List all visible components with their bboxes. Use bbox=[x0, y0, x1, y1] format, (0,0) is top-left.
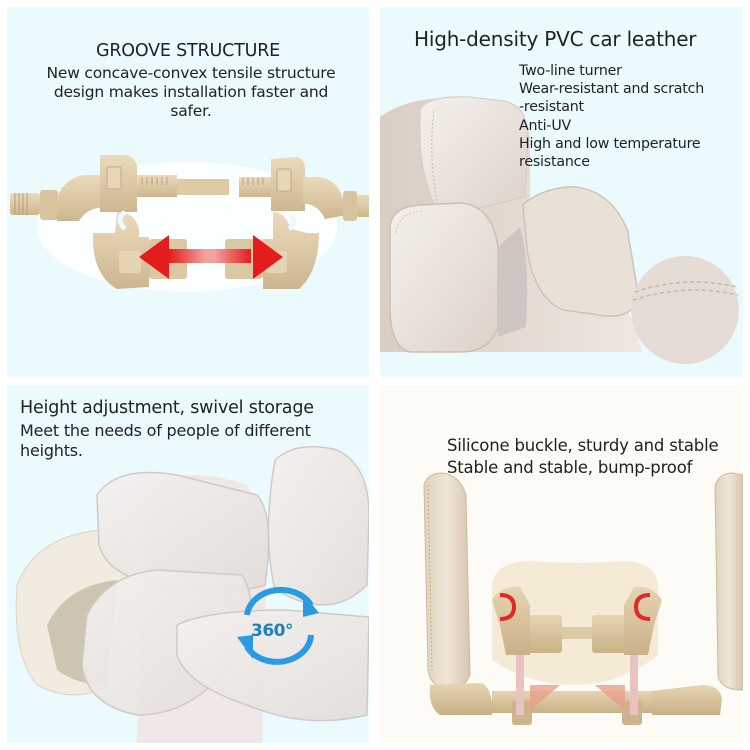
groove-desc-line: New concave-convex tensile structure bbox=[46, 64, 336, 82]
height-adjustment-panel: Height adjustment, swivel storage Meet t… bbox=[7, 385, 369, 743]
pvc-leather-panel: High-density PVC car leather Two-line tu… bbox=[380, 7, 743, 377]
leather-title: High-density PVC car leather bbox=[414, 27, 697, 51]
rotation-360-badge: 360° bbox=[251, 621, 294, 641]
leather-feature: resistance bbox=[519, 154, 590, 171]
height-desc-line: Meet the needs of people of different bbox=[20, 421, 311, 440]
buckle-frame-image bbox=[423, 472, 743, 725]
leather-headrest-image bbox=[380, 96, 739, 364]
groove-desc-line: design makes installation faster and bbox=[53, 83, 329, 101]
buckle-line-1: Silicone buckle, sturdy and stable bbox=[447, 436, 719, 455]
leather-feature: Two-line turner bbox=[519, 63, 622, 79]
leather-feature: -resistant bbox=[519, 99, 584, 116]
leather-feature: High and low temperature bbox=[519, 135, 701, 152]
height-description: Meet the needs of people of different he… bbox=[20, 421, 360, 461]
rotating-headrest-image bbox=[15, 445, 369, 743]
connector-parts-image bbox=[10, 155, 369, 292]
groove-desc-line: safer. bbox=[170, 102, 212, 120]
silicone-buckle-panel: Silicone buckle, sturdy and stable Stabl… bbox=[380, 385, 743, 743]
groove-structure-panel: GROOVE STRUCTURE New concave-convex tens… bbox=[7, 7, 369, 377]
leather-feature-list: Two-line turner Wear-resistant and scrat… bbox=[519, 62, 704, 171]
height-title: Height adjustment, swivel storage bbox=[20, 398, 314, 418]
groove-description: New concave-convex tensile structure des… bbox=[21, 64, 361, 121]
height-desc-line: heights. bbox=[20, 441, 83, 460]
buckle-line-2: Stable and stable, bump-proof bbox=[447, 458, 693, 477]
leather-feature: Wear-resistant and scratch bbox=[519, 81, 705, 98]
groove-title: GROOVE STRUCTURE bbox=[95, 41, 281, 61]
leather-feature: Anti-UV bbox=[519, 117, 572, 134]
